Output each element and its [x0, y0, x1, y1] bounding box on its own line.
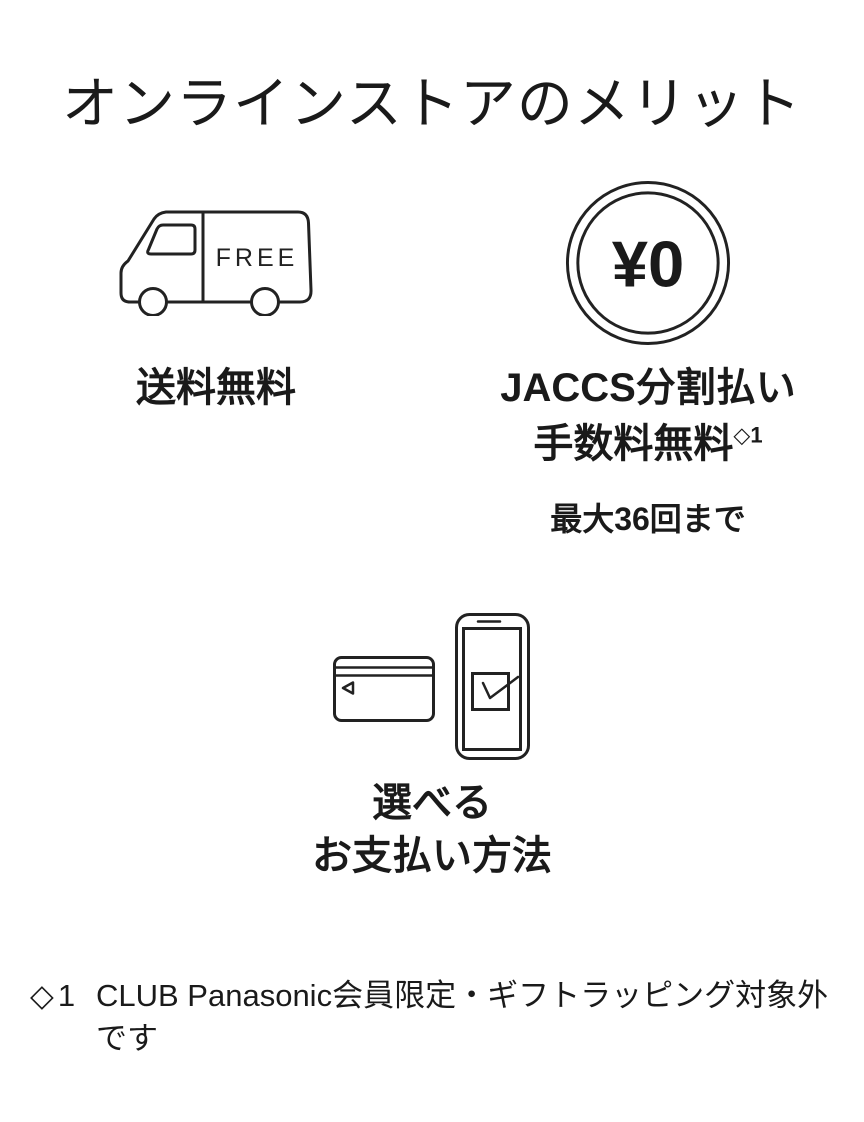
feature-payment-methods: 選べる お支払い方法: [0, 608, 864, 883]
installment-label: JACCS分割払い 手数料無料◇1: [500, 360, 796, 472]
feature-installment: ¥0 JACCS分割払い 手数料無料◇1 最大36回まで: [432, 178, 864, 540]
feature-free-shipping: FREE 送料無料: [0, 178, 432, 540]
coin-zero-yen-text: ¥0: [612, 228, 685, 301]
truck-free-text: FREE: [216, 244, 299, 272]
payment-label-line2: お支払い方法: [312, 834, 552, 879]
card-phone-icon: [330, 608, 534, 763]
installment-footnote-ref: ◇1: [733, 422, 763, 448]
footnote: ◇1 CLUB Panasonic会員限定・ギフトラッピング対象外です: [0, 975, 864, 1061]
payment-label-line1: 選べる: [372, 781, 492, 825]
truck-icon: FREE: [114, 178, 318, 348]
installment-sub-label: 最大36回まで: [550, 501, 746, 537]
page-title: オンラインストアのメリット: [62, 72, 802, 135]
free-shipping-label: 送料無料: [136, 366, 296, 410]
installment-label-line1: JACCS分割払い: [500, 366, 796, 410]
features-row-top: FREE 送料無料 ¥0 JACCS分割払い 手数料無料◇1 最大36回まで: [0, 178, 864, 540]
coin-zero-yen-icon: ¥0: [564, 178, 732, 348]
installment-label-line2: 手数料無料: [533, 422, 734, 466]
footnote-text: CLUB Panasonic会員限定・ギフトラッピング対象外です: [96, 978, 829, 1057]
payment-methods-label: 選べる お支払い方法: [312, 777, 552, 883]
footnote-marker: ◇1: [30, 978, 80, 1014]
